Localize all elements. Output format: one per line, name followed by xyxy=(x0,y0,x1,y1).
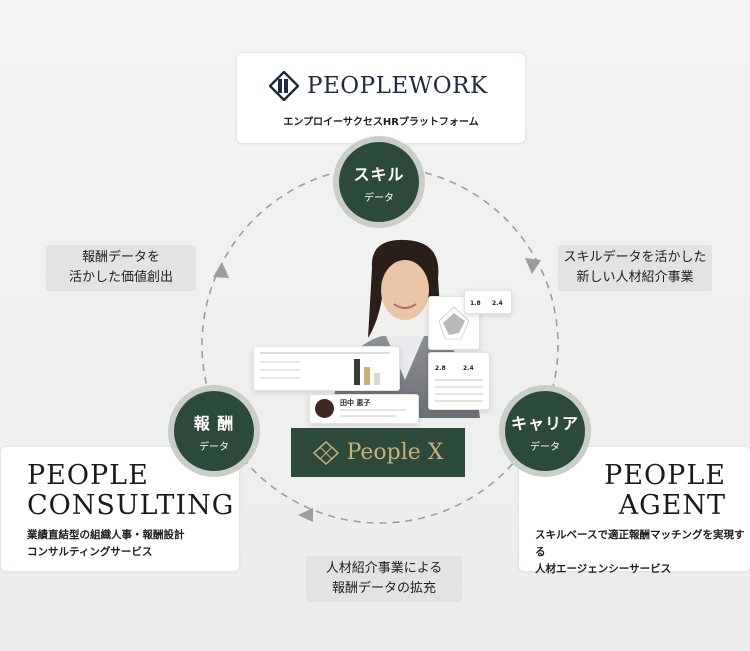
agent-desc-line1: スキルベースで適正報酬マッチングを実現する xyxy=(535,529,745,558)
consulting-desc-line2: コンサルティングサービス xyxy=(27,546,153,558)
peoplex-logo: People X xyxy=(291,428,465,477)
node-career-title: キャリア xyxy=(510,413,579,433)
node-reward-sub: データ xyxy=(199,441,229,453)
flow-box-top-left-line1: 報酬データを xyxy=(81,250,160,265)
consulting-title: PEOPLE CONSULTING xyxy=(27,461,234,521)
node-skill-sub: データ xyxy=(364,192,394,204)
flow-box-top-right-line2: 新しい人材紹介事業 xyxy=(576,270,694,285)
score-preview-top: 1.8 2.4 xyxy=(464,290,512,314)
score-d: 2.4 xyxy=(463,365,474,372)
peoplex-name: People X xyxy=(346,440,444,465)
consulting-desc-line1: 業績直結型の組織人事・報酬設計 xyxy=(27,529,185,541)
radar-chart-icon xyxy=(438,306,470,340)
arrow-left-up xyxy=(213,262,229,278)
consulting-title-line2: CONSULTING xyxy=(27,490,235,521)
peoplework-logo: PEOPLEWORK xyxy=(269,71,488,101)
profile-card: 田中 恵子 xyxy=(309,394,419,424)
profile-name: 田中 恵子 xyxy=(340,399,371,407)
score-c: 2.8 xyxy=(435,365,446,372)
consulting-desc: 業績直結型の組織人事・報酬設計 コンサルティングサービス xyxy=(27,527,185,561)
flow-box-top-right: スキルデータを活かした 新しい人材紹介事業 xyxy=(558,245,712,291)
node-skill-title: スキル xyxy=(353,164,405,184)
agent-title-line2: AGENT xyxy=(618,490,726,521)
peoplework-tagline: エンプロイーサクセスHRプラットフォーム xyxy=(283,117,479,128)
dashboard-preview xyxy=(253,346,400,391)
node-reward: 報 酬 データ xyxy=(174,391,254,471)
arrow-right-down xyxy=(525,258,541,274)
agent-title: PEOPLE AGENT xyxy=(604,461,726,521)
node-skill: スキル データ xyxy=(339,142,419,222)
arrow-bottom-left xyxy=(298,508,313,522)
score-a: 1.8 xyxy=(470,300,481,307)
agent-desc: スキルベースで適正報酬マッチングを実現する 人材エージェンシーサービス xyxy=(535,527,750,578)
flow-box-top-left: 報酬データを 活かした価値創出 xyxy=(46,245,196,291)
avatar xyxy=(315,399,334,418)
agent-card: PEOPLE AGENT スキルベースで適正報酬マッチングを実現する 人材エージ… xyxy=(518,446,750,575)
node-career: キャリア データ xyxy=(505,391,585,471)
peoplework-name: PEOPLEWORK xyxy=(307,73,488,99)
score-preview-list: 2.8 2.4 xyxy=(428,352,490,410)
flow-box-top-left-line2: 活かした価値創出 xyxy=(68,270,173,285)
peoplex-mark-icon xyxy=(312,440,339,465)
consulting-title-line1: PEOPLE xyxy=(27,460,149,491)
flow-box-bottom-line1: 人材紹介事業による xyxy=(325,561,443,576)
flow-box-top-right-line1: スキルデータを活かした xyxy=(563,250,707,265)
score-b: 2.4 xyxy=(492,300,503,307)
flow-box-bottom: 人材紹介事業による 報酬データの拡充 xyxy=(306,556,462,602)
agent-desc-line2: 人材エージェンシーサービス xyxy=(535,563,672,575)
peoplework-card: PEOPLEWORK エンプロイーサクセスHRプラットフォーム xyxy=(236,52,526,144)
agent-title-line1: PEOPLE xyxy=(604,460,726,491)
node-career-sub: データ xyxy=(530,441,560,453)
peoplework-mark-icon xyxy=(269,71,299,101)
node-reward-title: 報 酬 xyxy=(193,413,235,433)
consulting-card: PEOPLE CONSULTING 業績直結型の組織人事・報酬設計 コンサルティ… xyxy=(0,446,240,572)
flow-box-bottom-line2: 報酬データの拡充 xyxy=(331,581,436,596)
